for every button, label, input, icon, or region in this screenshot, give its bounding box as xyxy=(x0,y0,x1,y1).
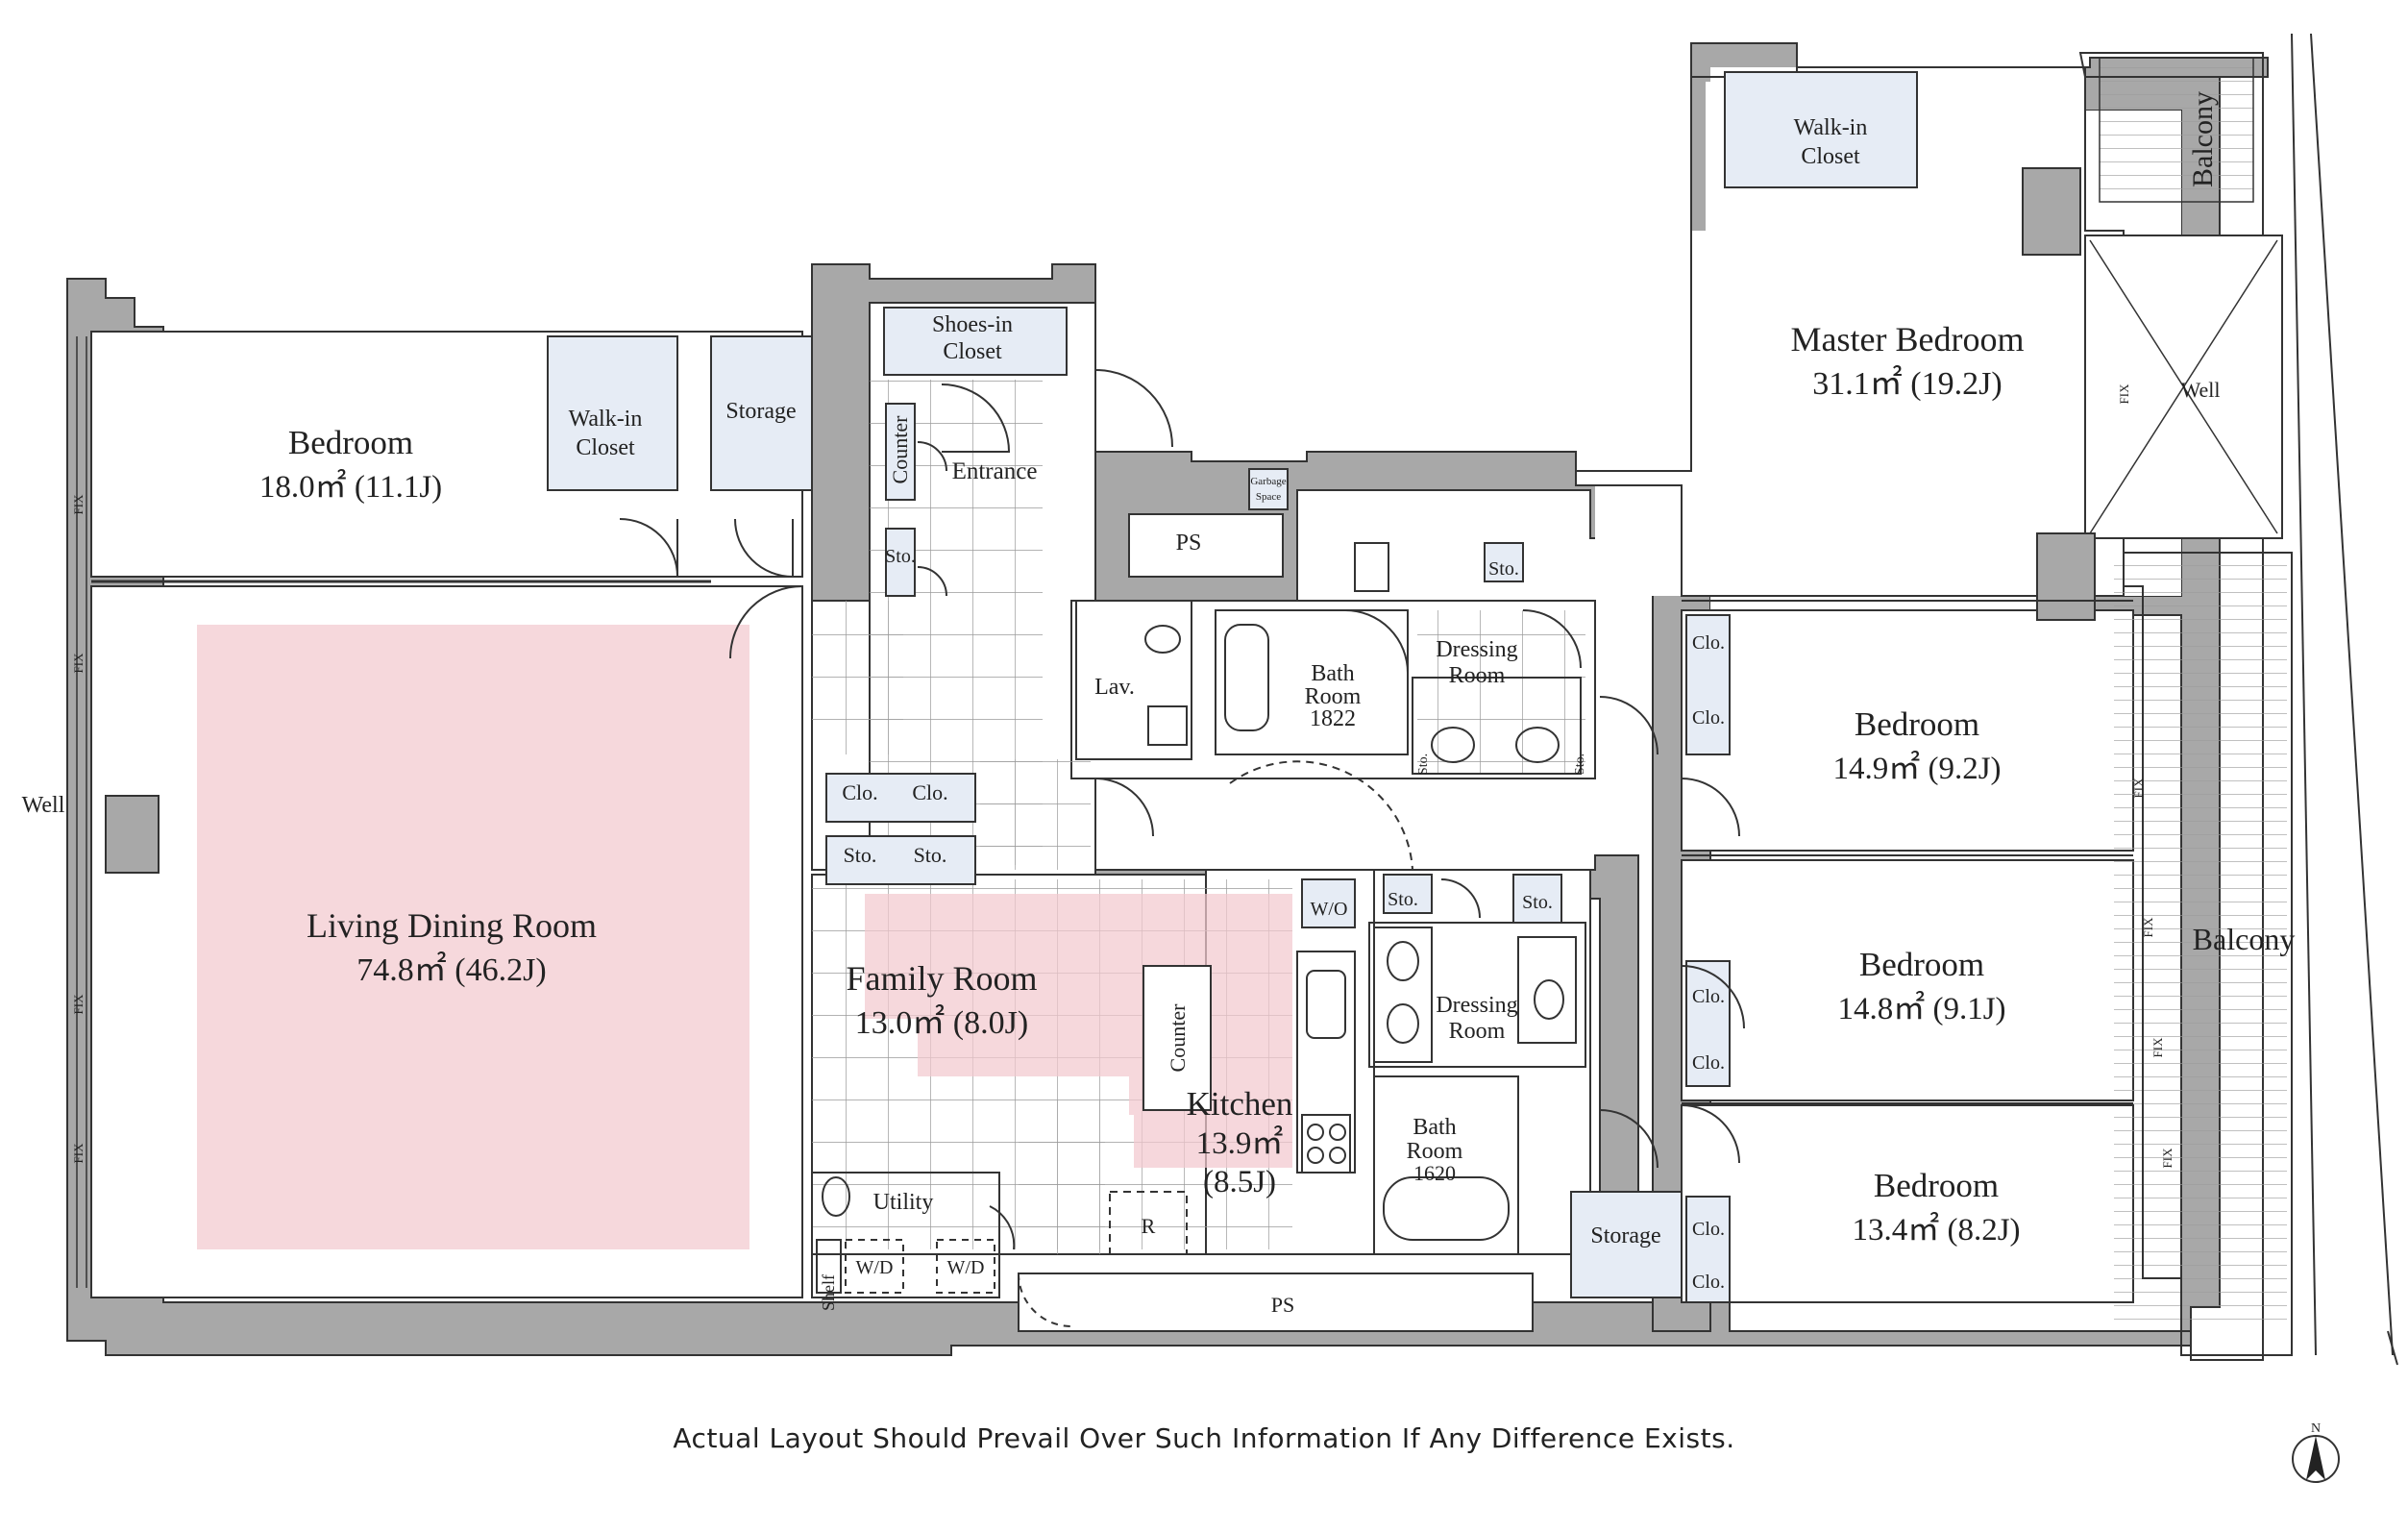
svg-text:FIX: FIX xyxy=(2131,778,2146,799)
svg-text:Shoes-in: Shoes-in xyxy=(932,312,1013,337)
kitchen-area-1: 13.9㎡ xyxy=(1196,1125,1284,1161)
bedroom-west-area: 18.0㎡ (11.1J) xyxy=(259,469,442,505)
svg-text:FIX: FIX xyxy=(2160,1148,2175,1169)
svg-text:Bath: Bath xyxy=(1311,661,1354,686)
svg-text:Clo.: Clo. xyxy=(1692,1052,1725,1074)
svg-text:Sto.: Sto. xyxy=(1488,558,1519,580)
svg-text:Bath: Bath xyxy=(1413,1115,1456,1140)
interior-details xyxy=(91,369,2133,1332)
svg-text:Sto.: Sto. xyxy=(844,843,877,867)
svg-text:Balcony: Balcony xyxy=(2193,922,2296,956)
svg-text:Sto.: Sto. xyxy=(1388,889,1418,910)
svg-text:FIX: FIX xyxy=(71,494,86,515)
svg-text:Sto.: Sto. xyxy=(1573,754,1587,775)
svg-text:Storage: Storage xyxy=(725,399,796,424)
svg-text:Dressing: Dressing xyxy=(1436,637,1517,662)
bed3-area: 14.8㎡ (9.1J) xyxy=(1837,991,2005,1026)
svg-text:Sto.: Sto. xyxy=(914,843,947,867)
svg-text:FIX: FIX xyxy=(2117,383,2131,405)
svg-text:Room: Room xyxy=(1449,1019,1506,1044)
svg-text:Closet: Closet xyxy=(943,339,1002,364)
svg-text:Clo.: Clo. xyxy=(1692,1272,1725,1293)
svg-text:Clo.: Clo. xyxy=(1692,1219,1725,1240)
svg-text:Well: Well xyxy=(22,793,65,818)
ldr-name: Living Dining Room xyxy=(307,906,597,945)
svg-text:Sto.: Sto. xyxy=(885,546,916,567)
svg-text:W/D: W/D xyxy=(856,1257,894,1278)
svg-text:FIX: FIX xyxy=(2150,1037,2165,1058)
family-name: Family Room xyxy=(846,959,1037,998)
master-name: Master Bedroom xyxy=(1791,320,2025,358)
svg-text:Counter: Counter xyxy=(888,415,912,484)
svg-text:Walk-in: Walk-in xyxy=(1794,115,1868,140)
svg-text:Closet: Closet xyxy=(576,435,635,460)
svg-text:Clo.: Clo. xyxy=(912,780,947,804)
bed4-area: 13.4㎡ (8.2J) xyxy=(1852,1212,2020,1248)
svg-text:Closet: Closet xyxy=(1801,144,1860,169)
west-windows xyxy=(76,336,87,1288)
ldr-area: 74.8㎡ (46.2J) xyxy=(356,951,546,988)
closets xyxy=(547,71,1918,1303)
svg-text:1620: 1620 xyxy=(1413,1161,1456,1185)
svg-text:Clo.: Clo. xyxy=(1692,986,1725,1007)
svg-text:Shelf: Shelf xyxy=(819,1274,838,1311)
svg-text:FIX: FIX xyxy=(71,994,86,1015)
svg-text:Dressing: Dressing xyxy=(1436,993,1517,1018)
svg-text:Counter: Counter xyxy=(1166,1003,1190,1073)
svg-text:R: R xyxy=(1142,1214,1156,1238)
svg-text:Space: Space xyxy=(1256,491,1281,503)
svg-text:PS: PS xyxy=(1271,1293,1294,1317)
svg-text:N: N xyxy=(2311,1421,2321,1436)
svg-text:W/D: W/D xyxy=(947,1257,985,1278)
west-column xyxy=(105,795,160,874)
balcony-east xyxy=(2022,33,2398,1366)
svg-text:Room: Room xyxy=(1449,663,1506,688)
svg-text:Utility: Utility xyxy=(873,1190,934,1215)
north-compass-icon: N xyxy=(2292,1421,2340,1483)
bed3-name: Bedroom xyxy=(1859,946,1984,983)
disclaimer: Actual Layout Should Prevail Over Such I… xyxy=(673,1422,1735,1454)
svg-text:Lav.: Lav. xyxy=(1094,675,1135,700)
bedroom-west-name: Bedroom xyxy=(288,424,413,461)
svg-text:Sto.: Sto. xyxy=(1416,754,1431,775)
bed4-name: Bedroom xyxy=(1874,1167,1999,1204)
kitchen-area-2: (8.5J) xyxy=(1203,1165,1276,1199)
svg-text:1822: 1822 xyxy=(1310,706,1356,731)
svg-text:Balcony: Balcony xyxy=(2187,91,2219,187)
svg-text:Well: Well xyxy=(2181,378,2221,402)
room-labels: Bedroom 18.0㎡ (11.1J) Living Dining Room… xyxy=(259,320,2025,1248)
svg-text:Clo.: Clo. xyxy=(842,780,877,804)
svg-text:Entrance: Entrance xyxy=(952,458,1038,484)
svg-text:Room: Room xyxy=(1305,684,1362,709)
svg-text:FIX: FIX xyxy=(2141,917,2155,938)
svg-text:PS: PS xyxy=(1176,531,1202,556)
small-labels: Walk-in Closet Storage Walk-in Closet Sh… xyxy=(22,91,2296,1317)
svg-text:FIX: FIX xyxy=(71,653,86,674)
family-area: 13.0㎡ (8.0J) xyxy=(855,1004,1028,1041)
bed2-area: 14.9㎡ (9.2J) xyxy=(1832,751,2001,786)
svg-text:Sto.: Sto. xyxy=(1522,892,1553,913)
svg-text:Clo.: Clo. xyxy=(1692,707,1725,729)
svg-text:Garbage: Garbage xyxy=(1250,476,1286,487)
svg-text:Walk-in: Walk-in xyxy=(569,407,643,432)
svg-text:Clo.: Clo. xyxy=(1692,632,1725,654)
kitchen-name: Kitchen xyxy=(1187,1085,1293,1123)
svg-text:Storage: Storage xyxy=(1590,1223,1660,1248)
svg-text:FIX: FIX xyxy=(71,1143,86,1164)
master-area: 31.1㎡ (19.2J) xyxy=(1812,365,2002,402)
bed2-name: Bedroom xyxy=(1855,705,1979,743)
svg-text:Room: Room xyxy=(1407,1139,1463,1164)
svg-text:W/O: W/O xyxy=(1311,899,1348,920)
